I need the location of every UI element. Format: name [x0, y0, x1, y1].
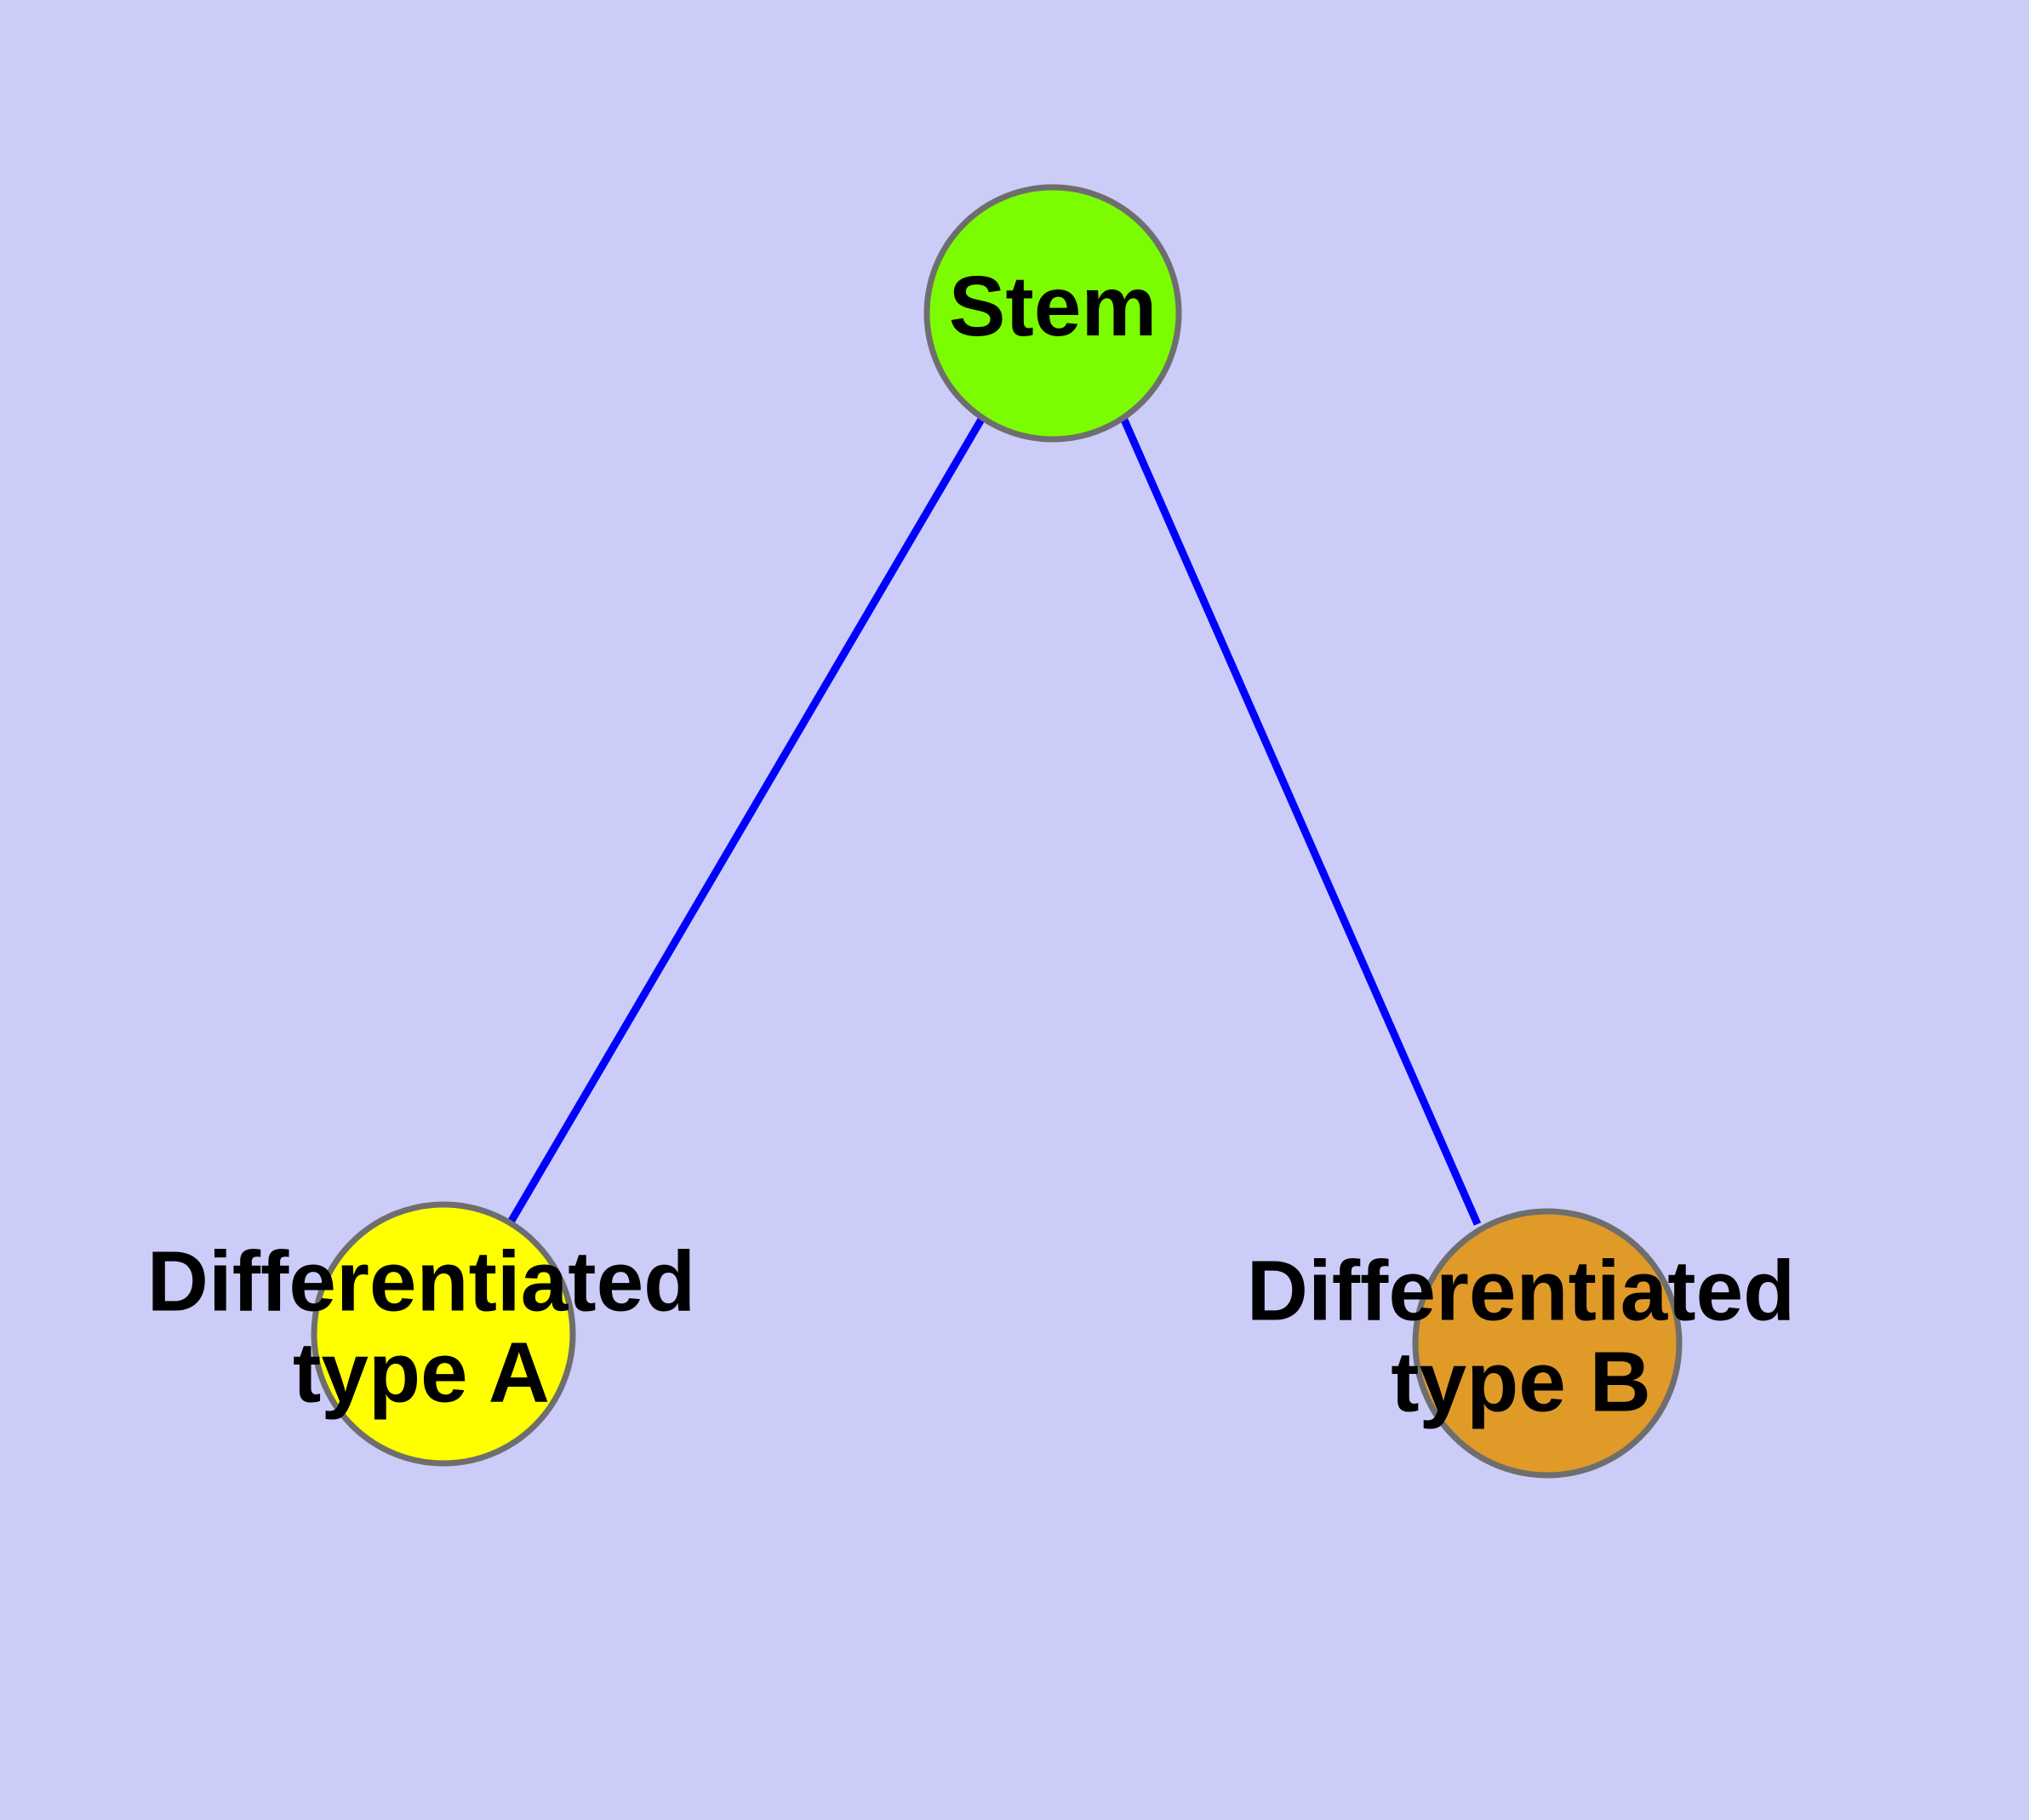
node-differentiated-type-b[interactable] — [1412, 1208, 1683, 1479]
edge-stem-to-diff-a — [508, 415, 986, 1223]
nodes-layer — [311, 184, 1683, 1479]
node-stem[interactable] — [923, 184, 1182, 443]
edges-layer — [508, 415, 1482, 1226]
edge-stem-to-diff-b — [1119, 416, 1482, 1226]
node-label-stem: Stem — [949, 259, 1157, 354]
node-differentiated-type-a[interactable] — [311, 1201, 576, 1467]
